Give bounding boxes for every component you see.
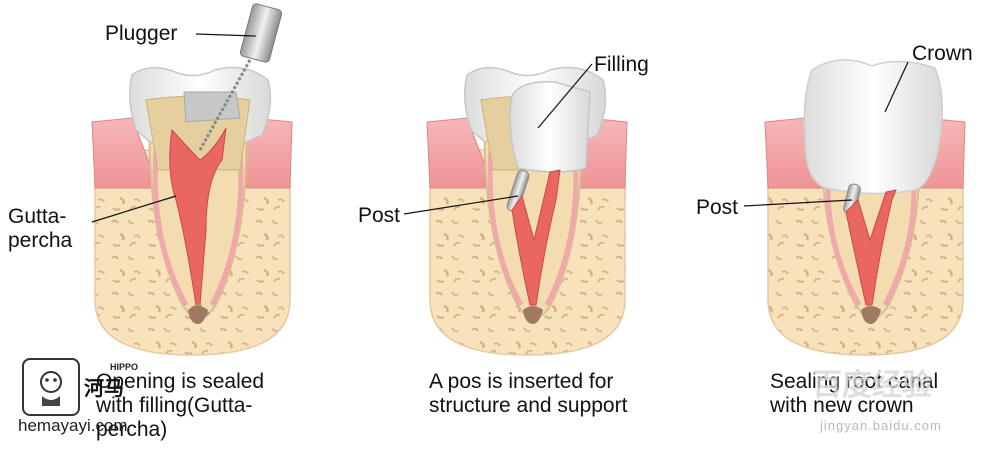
label-filling: Filling xyxy=(594,53,649,76)
gutta-percha-3 xyxy=(845,189,897,306)
apex-2 xyxy=(523,306,543,324)
tooth-panel-1 xyxy=(91,3,293,356)
gutta-percha-1 xyxy=(169,127,227,306)
hippo-icon xyxy=(40,371,62,406)
label-plugger: Plugger xyxy=(105,22,178,45)
label-post-panel-3: Post xyxy=(696,196,739,219)
label-crown: Crown xyxy=(912,42,973,65)
watermark-site-left: hemayayi.com xyxy=(18,416,128,435)
apex-3 xyxy=(861,306,881,324)
tooth-panel-2 xyxy=(426,66,628,356)
caption-panel-1: Opening is sealed with filling(Gutta-per… xyxy=(96,370,265,441)
pdl-1 xyxy=(152,149,244,307)
label-gutta-percha: Gutta- percha xyxy=(8,205,73,252)
plugger-handle xyxy=(239,3,283,63)
new-crown xyxy=(803,59,944,195)
caption-panel-3: Sealing root canal with new crown xyxy=(770,370,939,417)
watermark-brand-right: 百度经验 xyxy=(812,368,932,403)
leader-post-2 xyxy=(743,199,853,207)
post-2 xyxy=(506,169,530,213)
caption-panel-2: A pos is inserted for structure and supp… xyxy=(429,370,628,417)
watermark-brand-left-small: HIPPO xyxy=(110,362,139,372)
watermark-site-right: jingyan.baidu.com xyxy=(820,418,942,433)
filling-1 xyxy=(183,91,241,123)
leader-plugger xyxy=(195,33,257,37)
leader-filling xyxy=(537,63,593,129)
leader-gutta-percha xyxy=(91,195,177,223)
leader-post-1 xyxy=(403,195,519,215)
tooth-panel-3 xyxy=(764,59,966,356)
gutta-percha-2 xyxy=(511,169,561,306)
filling-crown-2 xyxy=(509,81,591,173)
watermark-brand-left: 河马 xyxy=(84,376,124,400)
plugger-tip xyxy=(198,59,252,151)
apex-1 xyxy=(188,306,208,324)
hippo-logo xyxy=(22,358,80,416)
label-post-panel-2: Post xyxy=(358,204,401,227)
leader-crown xyxy=(884,61,909,113)
